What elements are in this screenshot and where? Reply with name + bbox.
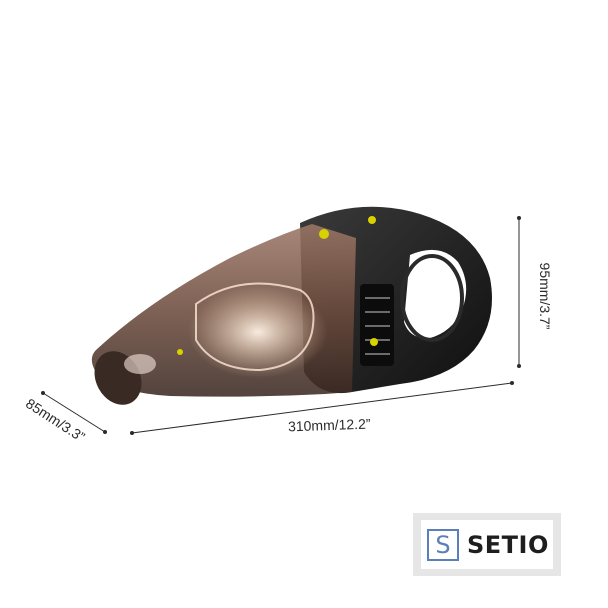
width-dimension-line <box>131 382 513 434</box>
vent-screw <box>370 338 378 346</box>
dimension-lines <box>41 216 521 435</box>
side-vent <box>360 284 394 366</box>
power-button <box>319 229 329 239</box>
filter-outline <box>195 282 315 372</box>
width-dimension-end-dot <box>510 381 514 385</box>
height-dimension-label: 95mm/3.7” <box>537 262 553 330</box>
brand-logo-panel: S SETIO <box>421 520 553 569</box>
brand-logo-text: SETIO <box>467 530 549 559</box>
handle-opening <box>404 249 467 339</box>
brand-logo: S SETIO <box>413 513 561 576</box>
depth-dimension-start-dot <box>41 391 45 395</box>
canister-screw <box>177 349 183 355</box>
height-dimension-end-dot <box>517 364 521 368</box>
depth-dimension-end-dot <box>103 430 107 434</box>
vacuum-cleaner <box>91 206 492 405</box>
brand-logo-letter: S <box>427 528 459 561</box>
release-button <box>368 216 376 224</box>
width-dimension-label: 310mm/12.2” <box>287 415 371 435</box>
handle-inner-ring <box>400 254 464 342</box>
filter-glow <box>188 286 328 378</box>
depth-dimension-line <box>42 392 106 433</box>
nozzle-highlight <box>124 354 156 374</box>
height-dimension-start-dot <box>517 216 521 220</box>
width-dimension-start-dot <box>130 431 134 435</box>
